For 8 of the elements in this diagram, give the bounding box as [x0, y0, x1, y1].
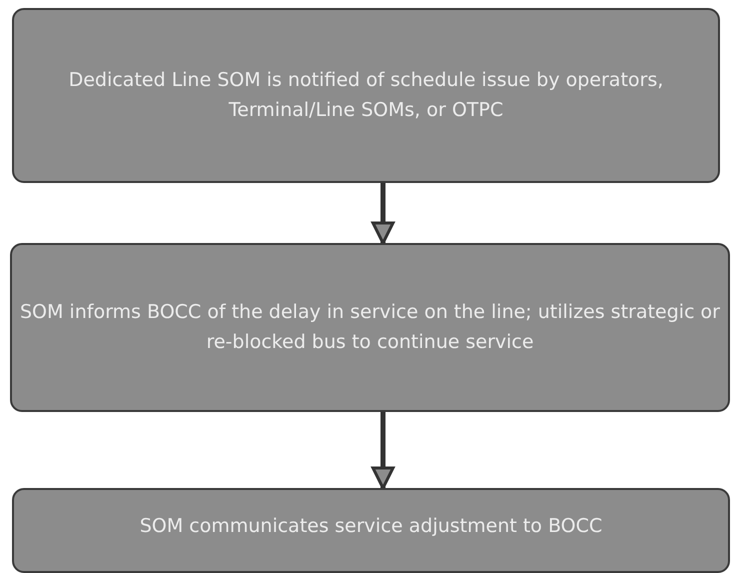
process-box [10, 243, 730, 412]
arrow [372, 412, 394, 490]
arrow [372, 183, 394, 244]
step-text: SOM communicates service adjustment to BOCC [140, 514, 602, 539]
step-text: Dedicated Line SOM is notified of schedule issue by operators, Terminal/Line SOMs, or OTPC [68, 68, 664, 122]
process-box [12, 8, 720, 183]
step-text: SOM informs BOCC of the delay in service on the line; utilizes strategic or re-blocked bus to continue service [18, 300, 721, 354]
process-box [12, 488, 730, 573]
